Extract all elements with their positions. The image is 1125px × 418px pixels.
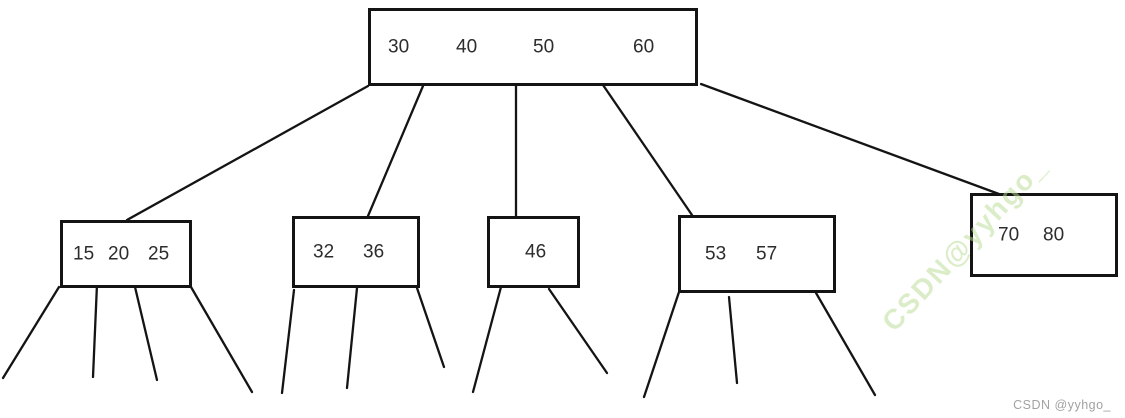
- node-key: 40: [456, 36, 478, 58]
- node-key: 57: [756, 243, 778, 265]
- edge-line-child-1-stub-4: [189, 285, 254, 394]
- edge-line-child-1-stub-3: [133, 285, 159, 382]
- btree-node-child-1: 15 20 25: [60, 220, 192, 288]
- edge-line-child-2-stub-2: [345, 286, 359, 390]
- node-key: 60: [633, 36, 655, 58]
- edge-line-child-1-stub-2: [91, 282, 99, 379]
- node-key: 15: [73, 243, 95, 265]
- edge-line-root-to-child-4: [601, 83, 694, 217]
- node-key: 46: [525, 241, 547, 263]
- edge-line-child-2-stub-1: [280, 288, 296, 395]
- btree-node-child-5: 70 80: [970, 193, 1118, 277]
- watermark-credit: CSDN @yyhgo_: [1013, 398, 1111, 412]
- node-key: 50: [533, 36, 555, 58]
- btree-node-child-3: 46: [487, 216, 580, 288]
- edge-line-child-4-stub-1: [642, 290, 681, 399]
- node-key: 30: [388, 36, 410, 58]
- node-key: 36: [363, 241, 385, 263]
- node-key: 70: [998, 224, 1020, 246]
- btree-node-root: 30 40 50 60: [368, 8, 698, 86]
- edge-line-child-1-stub-1: [1, 285, 61, 380]
- node-key: 32: [313, 241, 335, 263]
- node-key: 20: [108, 243, 130, 265]
- edge-line-child-3-stub-1: [471, 285, 503, 394]
- edge-line-root-to-child-1: [125, 84, 370, 222]
- edge-line-child-3-stub-2: [547, 287, 609, 375]
- btree-node-child-4: 53 57: [678, 215, 836, 293]
- edge-line-root-to-child-5: [699, 82, 1001, 196]
- node-key: 80: [1043, 224, 1065, 246]
- node-key: 25: [148, 243, 170, 265]
- edge-line-root-to-child-2: [366, 84, 425, 218]
- edge-line-child-4-stub-2: [727, 295, 739, 385]
- node-key: 53: [705, 243, 727, 265]
- edge-line-child-4-stub-3: [810, 284, 877, 397]
- btree-node-child-2: 32 36: [292, 216, 420, 288]
- edge-line-child-2-stub-3: [415, 286, 446, 369]
